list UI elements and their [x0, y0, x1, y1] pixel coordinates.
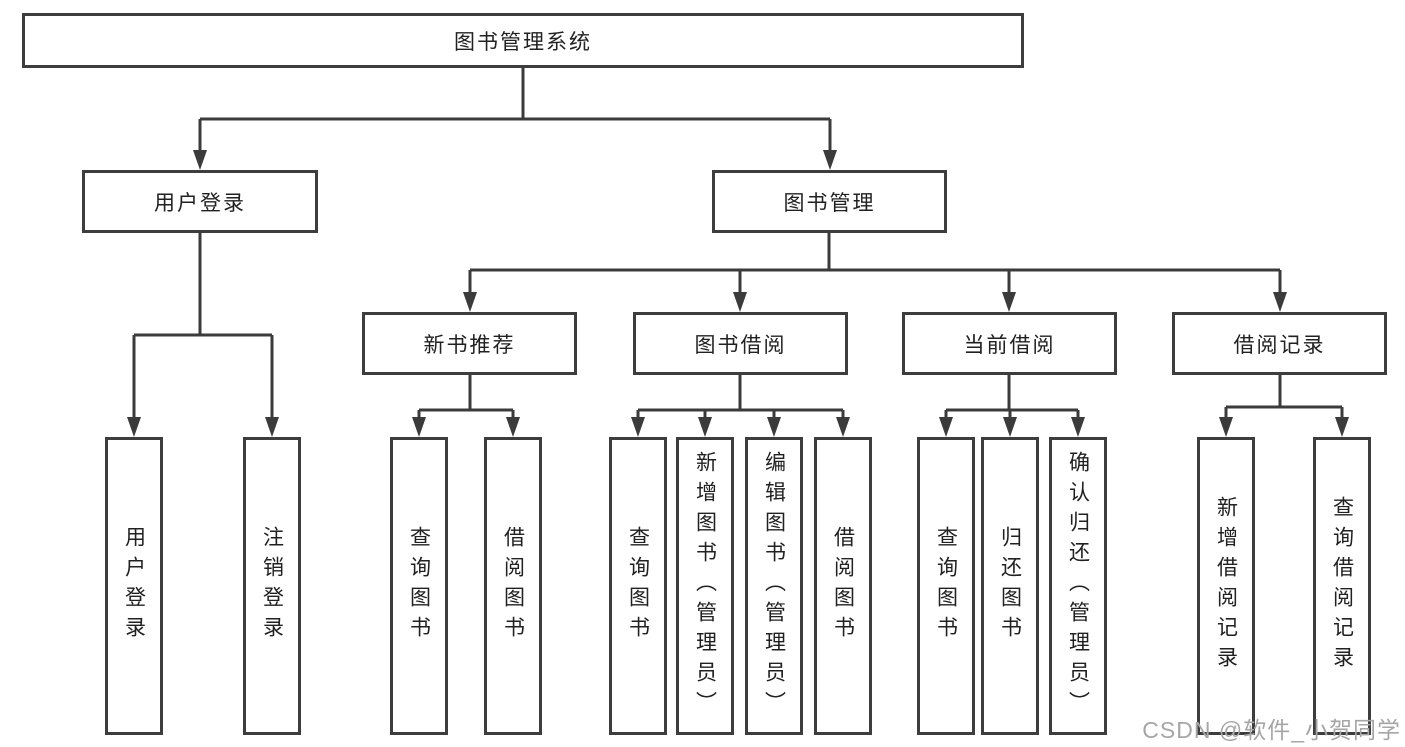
- arrowhead: [1219, 417, 1233, 437]
- leaf-query-books-1-label: 查询图书: [407, 526, 431, 646]
- node-book-borrow-label: 图书借阅: [694, 333, 787, 357]
- arrowhead: [631, 417, 645, 437]
- node-library-system-label: 图书管理系统: [454, 30, 592, 54]
- user-login-connector: [127, 233, 279, 437]
- arrowhead: [1335, 417, 1349, 437]
- leaf-edit-books-admin: 编辑图书（管理员）: [745, 437, 803, 735]
- book-management-connector: [463, 233, 1287, 312]
- node-book-management: 图书管理: [712, 170, 947, 233]
- leaf-user-login: 用户登录: [105, 437, 163, 735]
- arrowhead: [1003, 417, 1017, 437]
- leaf-query-borrow-record-label: 查询借阅记录: [1330, 496, 1354, 676]
- leaf-query-borrow-record: 查询借阅记录: [1313, 437, 1371, 735]
- node-library-system: 图书管理系统: [22, 13, 1024, 68]
- leaf-query-books-1: 查询图书: [390, 437, 448, 735]
- leaf-logout-label: 注销登录: [260, 526, 284, 646]
- leaf-query-books-2: 查询图书: [609, 437, 667, 735]
- arrowhead: [1273, 292, 1287, 312]
- leaf-user-login-label: 用户登录: [122, 526, 146, 646]
- borrow-records-connector: [1219, 375, 1349, 437]
- node-new-book-recommend: 新书推荐: [362, 312, 577, 375]
- current-borrow-connector: [939, 375, 1085, 437]
- book-borrow-connector: [631, 375, 850, 437]
- arrowhead: [939, 417, 953, 437]
- leaf-logout: 注销登录: [243, 437, 301, 735]
- arrowhead: [698, 417, 712, 437]
- leaf-confirm-return-admin: 确认归还（管理员）: [1049, 437, 1107, 735]
- node-borrow-records-label: 借阅记录: [1233, 333, 1326, 357]
- leaf-query-books-3-label: 查询图书: [934, 526, 958, 646]
- arrowhead: [412, 417, 426, 437]
- leaf-confirm-return-admin-label: 确认归还（管理员）: [1066, 451, 1090, 721]
- node-book-borrow: 图书借阅: [633, 312, 848, 375]
- arrowhead: [836, 417, 850, 437]
- leaf-add-borrow-record-label: 新增借阅记录: [1214, 496, 1238, 676]
- arrowhead: [463, 292, 477, 312]
- node-user-login: 用户登录: [82, 170, 318, 233]
- node-user-login-label: 用户登录: [154, 191, 246, 215]
- leaf-return-books: 归还图书: [981, 437, 1039, 735]
- leaf-borrow-books-2: 借阅图书: [814, 437, 872, 735]
- arrowhead: [265, 417, 279, 437]
- leaf-borrow-books-1: 借阅图书: [484, 437, 542, 735]
- leaf-add-books-admin: 新增图书（管理员）: [676, 437, 734, 735]
- arrowhead: [733, 292, 747, 312]
- leaf-borrow-books-1-label: 借阅图书: [501, 526, 525, 646]
- leaf-return-books-label: 归还图书: [998, 526, 1022, 646]
- node-new-book-recommend-label: 新书推荐: [423, 333, 516, 357]
- arrowhead: [1002, 292, 1016, 312]
- arrowhead: [193, 150, 207, 170]
- node-current-borrow: 当前借阅: [902, 312, 1117, 375]
- node-book-management-label: 图书管理: [783, 191, 876, 215]
- leaf-add-borrow-record: 新增借阅记录: [1197, 437, 1255, 735]
- node-current-borrow-label: 当前借阅: [963, 333, 1056, 357]
- arrowhead: [506, 417, 520, 437]
- node-borrow-records: 借阅记录: [1172, 312, 1387, 375]
- root-branch-connector: [193, 68, 837, 170]
- arrowhead: [823, 150, 837, 170]
- arrowhead: [127, 417, 141, 437]
- leaf-query-books-2-label: 查询图书: [626, 526, 650, 646]
- leaf-edit-books-admin-label: 编辑图书（管理员）: [762, 451, 786, 721]
- watermark: CSDN @软件_小贺同学: [1142, 717, 1401, 743]
- leaf-query-books-3: 查询图书: [917, 437, 975, 735]
- leaf-borrow-books-2-label: 借阅图书: [831, 526, 855, 646]
- leaf-add-books-admin-label: 新增图书（管理员）: [693, 451, 717, 721]
- arrowhead: [767, 417, 781, 437]
- arrowhead: [1071, 417, 1085, 437]
- new-book-recommend-connector: [412, 375, 520, 437]
